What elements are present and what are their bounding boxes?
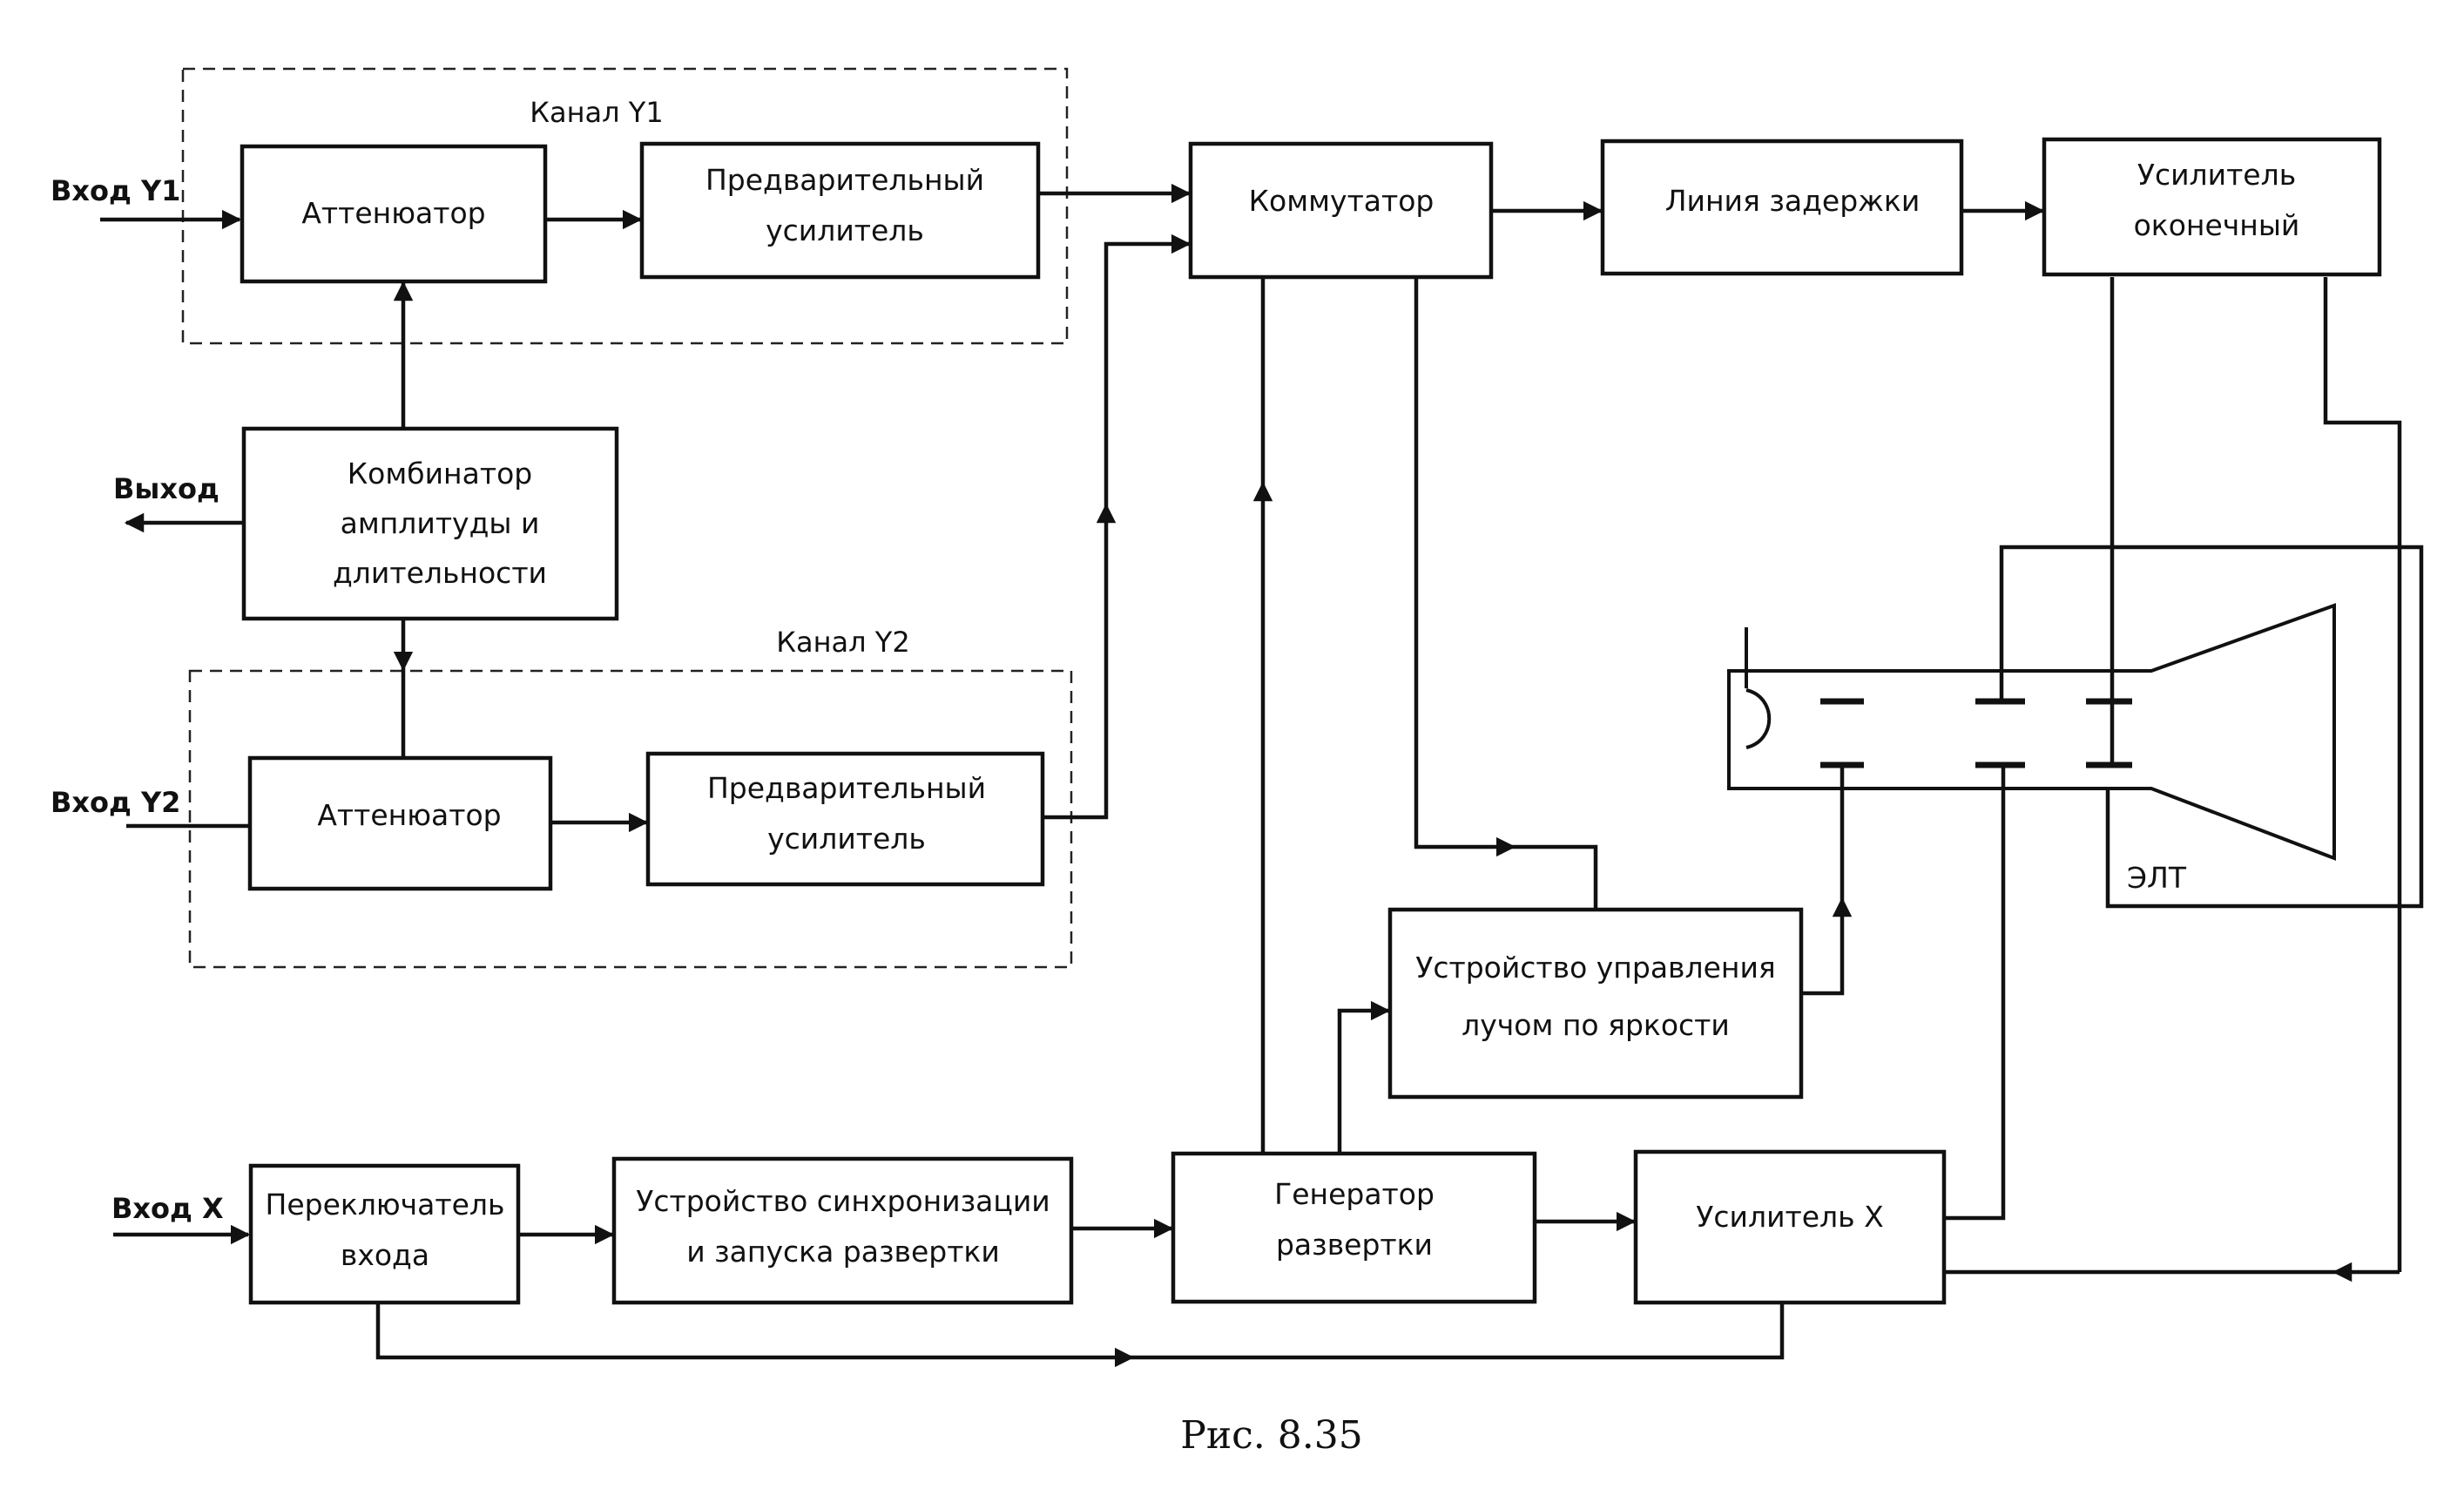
- combinator-line-2: амплитуды и: [341, 506, 540, 540]
- preamp-1-line-2: усилитель: [766, 213, 924, 247]
- x-amplifier-block: Усилитель X: [1633, 1149, 1947, 1305]
- delay-line-block: Линия задержки: [1600, 139, 1964, 276]
- combinator-line-3: длительности: [333, 556, 547, 590]
- commutator-text: Коммутатор: [1249, 184, 1435, 218]
- brightness-control-line-2: лучом по яркости: [1462, 1008, 1730, 1042]
- input-switch-block: Переключатель входа: [248, 1163, 521, 1305]
- preamp-2-line-1: Предварительный: [707, 771, 986, 805]
- attenuator-1-text: Аттенюатор: [301, 196, 485, 230]
- output-amplifier-block: Усилитель оконечный: [2042, 137, 2382, 277]
- attenuator-2-text: Аттенюатор: [317, 798, 501, 832]
- combinator-block: Комбинатор амплитуды и длительности: [241, 426, 619, 621]
- commutator-block: Коммутатор: [1188, 141, 1494, 280]
- signal-wires: [100, 183, 2424, 1368]
- sweep-generator-block: Генератор развертки: [1171, 1151, 1537, 1304]
- output-amplifier-line-1: Усилитель: [2137, 158, 2296, 192]
- input-y1-label: Вход Y1: [51, 174, 180, 207]
- brightness-control-block: Устройство управления лучом по яркости: [1387, 907, 1804, 1100]
- attenuator-1-block: Аттенюатор: [240, 144, 548, 284]
- brightness-control-line-1: Устройство управления: [1415, 951, 1776, 985]
- output-label: Выход: [113, 472, 219, 505]
- x-amplifier-text: Усилитель X: [1696, 1200, 1883, 1234]
- sweep-generator-line-1: Генератор: [1274, 1177, 1435, 1211]
- svg-text:Усилитель X: Усилитель X: [1696, 1200, 1883, 1234]
- svg-text:Коммутатор: Коммутатор: [1249, 184, 1435, 218]
- input-switch-line-2: входа: [341, 1238, 429, 1272]
- figure-caption: Рис. 8.35: [1180, 1413, 1363, 1458]
- svg-text:Аттенюатор: Аттенюатор: [317, 798, 501, 832]
- crt-tube: [1727, 603, 2336, 861]
- sync-trigger-line-1: Устройство синхронизации: [636, 1184, 1050, 1218]
- preamp-1-block: Предварительный усилитель: [639, 141, 1041, 280]
- input-switch-line-1: Переключатель: [266, 1188, 505, 1222]
- channel-y1-label: Канал Y1: [530, 96, 663, 129]
- crt-label: ЭЛТ: [2127, 861, 2187, 895]
- preamp-2-block: Предварительный усилитель: [645, 751, 1045, 887]
- input-x-label: Вход X: [111, 1192, 224, 1225]
- preamp-2-line-2: усилитель: [767, 822, 926, 856]
- combinator-line-1: Комбинатор: [348, 457, 532, 491]
- preamp-1-line-1: Предварительный: [705, 163, 984, 197]
- svg-text:Аттенюатор: Аттенюатор: [301, 196, 485, 230]
- sync-trigger-line-2: и запуска развертки: [686, 1235, 1000, 1269]
- svg-text:Линия задержки: Линия задержки: [1665, 184, 1921, 218]
- channel-y2-label: Канал Y2: [776, 626, 909, 659]
- input-y2-label: Вход Y2: [51, 786, 180, 819]
- output-amplifier-line-2: оконечный: [2134, 208, 2300, 242]
- channel-y1-group: [181, 67, 1069, 345]
- attenuator-2-block: Аттенюатор: [247, 755, 553, 891]
- delay-line-text: Линия задержки: [1665, 184, 1921, 218]
- sweep-generator-line-2: развертки: [1276, 1228, 1433, 1262]
- sync-trigger-block: Устройство синхронизации и запуска развер…: [611, 1156, 1074, 1305]
